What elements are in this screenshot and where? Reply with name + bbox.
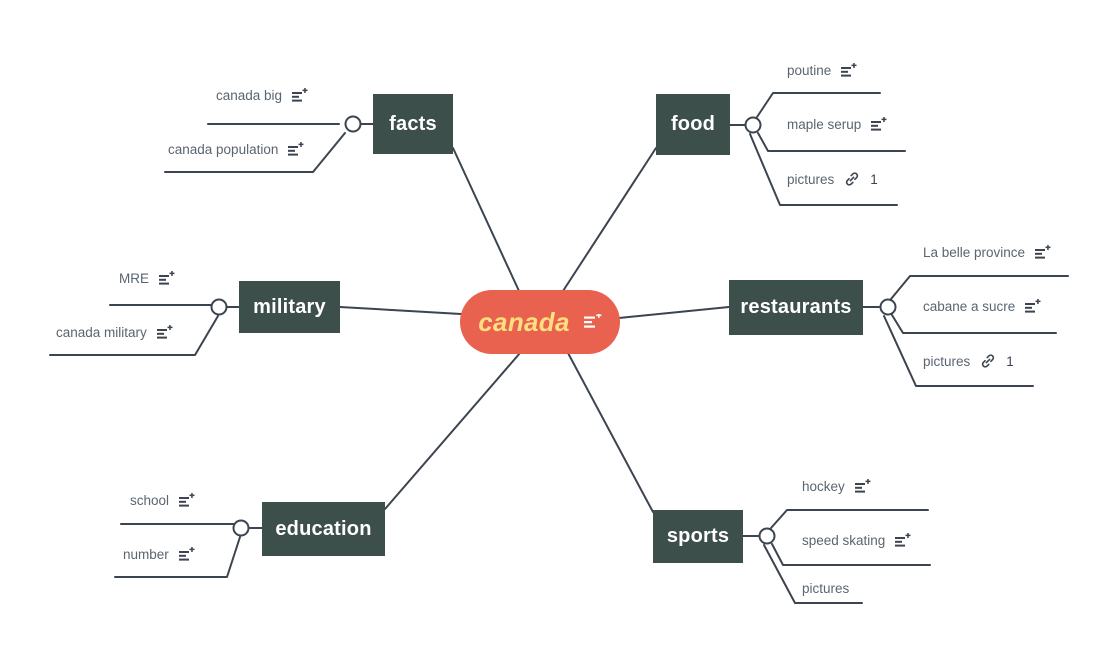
leaf-label: poutine [787,63,832,78]
leaf-label: speed skating [802,533,886,548]
leaf-line-hockey [770,509,929,529]
note-add-icon[interactable] [1035,245,1051,260]
leaf-mre[interactable]: MRE [119,271,175,286]
note-add-icon[interactable] [159,271,175,286]
leaf-school[interactable]: school [130,493,195,508]
link-icon[interactable] [844,171,860,187]
note-add-icon[interactable] [854,479,871,494]
leaf-line-pictures-restaurants [883,315,1034,387]
leaf-count: 1 [870,171,878,187]
branch-node-label: military [253,295,326,318]
leaf-number[interactable]: number [123,547,195,562]
leaf-label: school [130,493,170,508]
branch-node-facts[interactable]: facts [373,94,453,154]
branch-node-label: restaurants [740,296,852,318]
leaf-line-pictures-food [749,133,898,206]
note-add-icon[interactable] [841,63,857,78]
note-add-icon[interactable] [871,117,887,132]
leaf-label: canada population [168,142,279,157]
hub-circle-food [744,116,762,134]
leaf-label: canada big [216,88,283,103]
leaf-label: hockey [802,479,845,494]
note-add-icon[interactable] [179,493,195,508]
note-add-icon[interactable] [178,547,195,562]
leaf-la-belle-province[interactable]: La belle province [923,245,1051,260]
branch-node-label: education [275,517,372,540]
leaf-canada-big[interactable]: canada big [216,88,308,103]
leaf-pictures-food[interactable]: pictures 1 [787,171,878,187]
leaf-count: 1 [1006,353,1014,369]
leaf-label: pictures [923,353,971,369]
branch-node-restaurants[interactable]: restaurants [729,280,863,335]
hub-circle-sports [758,527,776,545]
leaf-pictures-restaurants[interactable]: pictures 1 [923,353,1014,369]
root-node-label: canada [478,306,570,337]
note-add-icon[interactable] [288,142,304,157]
leaf-line-poutine [756,92,881,118]
branch-node-education[interactable]: education [262,502,385,556]
leaf-line-maple-serup [757,132,906,152]
branch-node-label: sports [666,525,730,547]
hub-circle-military [210,298,228,316]
branch-node-label: facts [389,112,437,135]
root-node-canada[interactable]: canada [460,290,620,354]
leaf-label: number [123,547,169,562]
note-add-icon[interactable] [156,325,173,340]
leaf-line-la-belle-province [890,275,1069,300]
leaf-label: pictures [787,171,835,187]
leaf-label: pictures [802,581,850,596]
leaf-poutine[interactable]: poutine [787,63,857,78]
leaf-cabane-a-sucre[interactable]: cabane a sucre [923,299,1041,314]
leaf-canada-population[interactable]: canada population [168,142,304,157]
leaf-label: MRE [119,271,149,286]
branch-node-food[interactable]: food [656,94,730,155]
leaf-line-cabane-a-sucre [891,314,1057,334]
hub-circle-facts [344,115,362,133]
leaf-label: canada military [56,325,147,340]
edge-root-restaurants [618,306,730,319]
edge-root-facts [452,147,520,292]
link-icon[interactable] [980,353,996,369]
edge-root-education [384,352,521,510]
edge-root-military [339,306,462,315]
leaf-pictures-sports[interactable]: pictures [802,581,849,596]
leaf-speed-skating[interactable]: speed skating [802,533,911,548]
note-add-icon[interactable] [292,88,308,103]
edge-root-sports [567,352,654,513]
leaf-label: La belle province [923,245,1026,260]
branch-node-military[interactable]: military [239,281,340,333]
note-add-icon[interactable] [583,314,602,330]
note-add-icon[interactable] [1025,299,1041,314]
leaf-label: maple serup [787,117,862,132]
leaf-canada-military[interactable]: canada military [56,325,173,340]
hub-circle-restaurants [879,298,897,316]
leaf-maple-serup[interactable]: maple serup [787,117,887,132]
branch-node-label: food [670,113,716,135]
branch-node-sports[interactable]: sports [653,510,743,563]
edge-root-food [562,147,657,292]
leaf-hockey[interactable]: hockey [802,479,871,494]
hub-circle-education [232,519,250,537]
note-add-icon[interactable] [895,533,911,548]
leaf-label: cabane a sucre [923,299,1016,314]
